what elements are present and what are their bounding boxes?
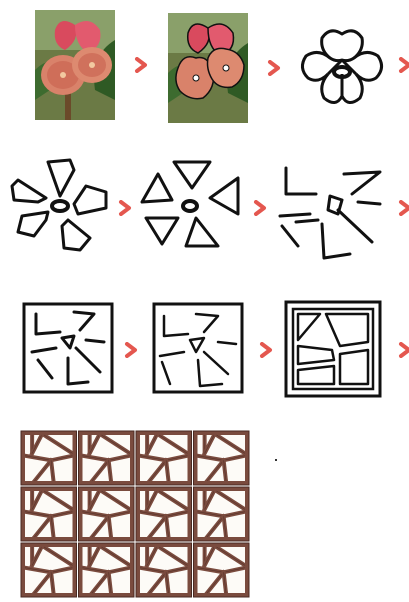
step-framed-panel-design	[284, 300, 382, 398]
step-flower-outline	[296, 24, 388, 108]
tiled-pattern-render	[20, 430, 250, 598]
step-photo-flower	[35, 10, 115, 120]
chevron-right-icon	[134, 57, 148, 73]
chevron-right-icon	[267, 60, 281, 76]
chevron-right-icon	[124, 342, 138, 358]
lattice-tile	[79, 543, 135, 597]
pinwheel-in-square-sketch	[22, 302, 114, 396]
lattice-tile	[21, 487, 77, 541]
lattice-tile	[194, 487, 250, 541]
step-pinwheel-rotated-in-square	[152, 302, 244, 396]
lattice-tile	[194, 431, 250, 485]
step-pinwheel-in-square	[22, 302, 114, 396]
flower-center	[334, 67, 350, 77]
lattice-tile	[21, 543, 77, 597]
chevron-right-icon	[398, 342, 409, 358]
chevron-right-icon	[118, 200, 132, 216]
step-separated-petals	[8, 156, 114, 256]
flower-outline-sketch	[296, 24, 388, 108]
chevron-right-icon	[398, 57, 409, 73]
stray-dot	[275, 459, 277, 461]
lattice-tile	[194, 543, 250, 597]
lattice-tile	[136, 543, 192, 597]
step-triangle-petals	[138, 158, 242, 256]
chevron-right-icon	[398, 200, 409, 216]
pinwheel-rotated-in-square-sketch	[152, 302, 244, 396]
lattice-tile	[79, 431, 135, 485]
flower-photo	[35, 10, 115, 120]
chevron-right-icon	[253, 200, 267, 216]
separated-petals-sketch	[8, 156, 114, 256]
lattice-tile	[136, 431, 192, 485]
lattice-tile	[136, 487, 192, 541]
lattice-tile	[21, 431, 77, 485]
step-pinwheel-lines	[276, 164, 388, 264]
chevron-right-icon	[259, 342, 273, 358]
framed-panel-sketch	[284, 300, 382, 398]
triangle-petals-sketch	[138, 158, 242, 256]
flower-photo-traced	[168, 13, 248, 123]
pinwheel-lines-sketch	[276, 164, 388, 264]
lattice-tile	[79, 487, 135, 541]
tiled-wood-pattern	[20, 430, 250, 598]
step-photo-flower-traced	[168, 13, 248, 123]
